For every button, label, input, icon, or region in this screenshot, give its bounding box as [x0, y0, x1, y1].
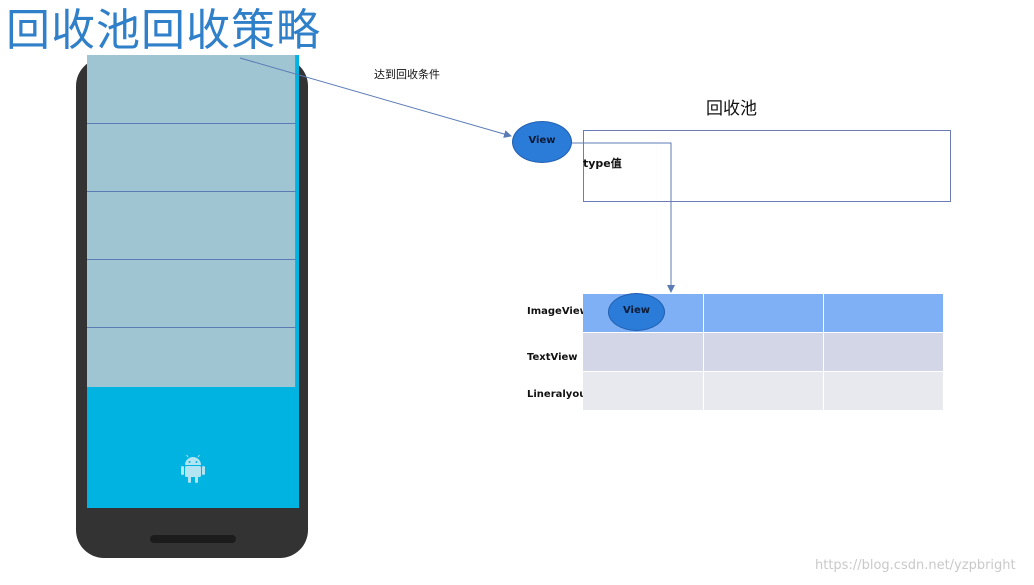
view-label: View [622, 304, 650, 316]
view-ellipse: View [512, 121, 572, 163]
table-cell [824, 333, 943, 371]
recycle-pool-title: 回收池 [706, 99, 757, 119]
home-bar [150, 535, 236, 543]
table-cell [583, 372, 703, 410]
list-row-divider [87, 123, 296, 124]
table-cell [704, 372, 823, 410]
view-ellipse: View [608, 293, 665, 331]
recycle-pool-box [583, 130, 951, 202]
table-cell [704, 333, 823, 371]
row-label-lineralyout: Lineralyout [527, 389, 592, 400]
list-row-divider [87, 191, 296, 192]
table-cell [704, 294, 823, 332]
android-icon [181, 454, 205, 483]
list-row-divider [87, 327, 296, 328]
list-row-divider [87, 259, 296, 260]
recycle-condition-label: 达到回收条件 [374, 68, 440, 81]
recycler-list [87, 55, 296, 387]
table-cell [583, 333, 703, 371]
type-value-label: type值 [583, 157, 622, 170]
row-label-imageview: ImageView [527, 306, 589, 317]
table-cell [824, 294, 943, 332]
view-label: View [528, 134, 556, 146]
table-cell [824, 372, 943, 410]
watermark: https://blog.csdn.net/yzpbright [815, 558, 1016, 573]
row-label-textview: TextView [527, 352, 578, 363]
slide-title: 回收池回收策略 [6, 5, 321, 56]
